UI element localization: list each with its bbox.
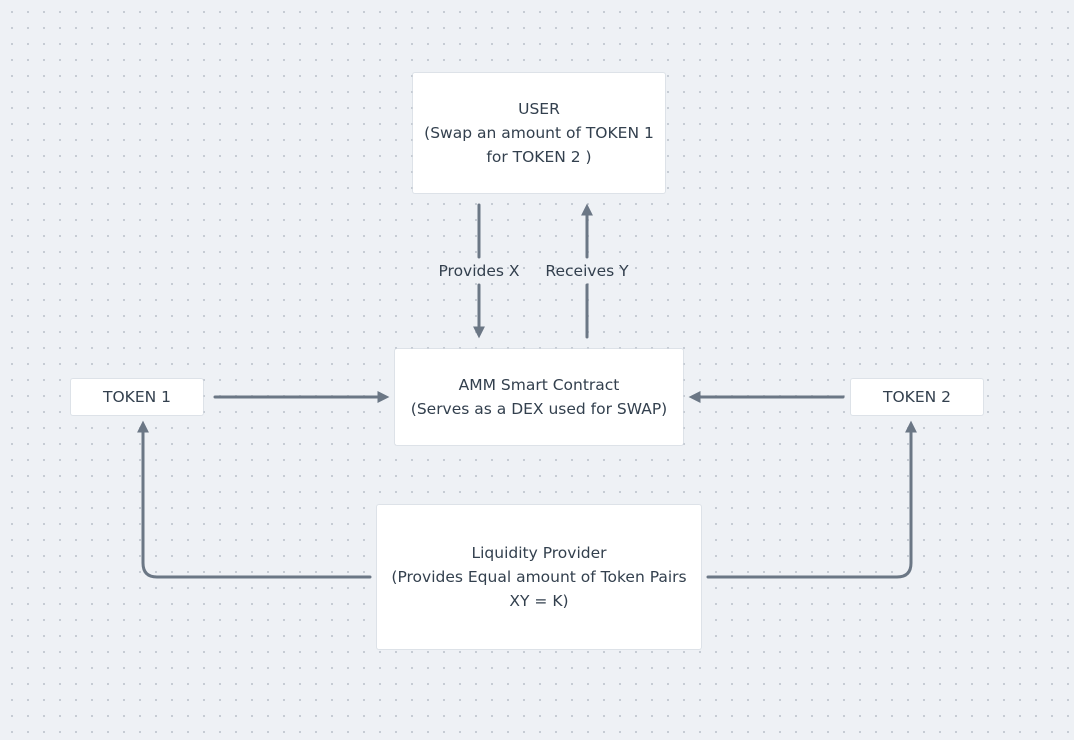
receives-y-label: Receives Y (545, 262, 629, 280)
edge-lp-to-token2[interactable] (706, 420, 917, 579)
lp-node-line-3: XY = K) (509, 592, 569, 610)
liquidity-provider-node[interactable]: Liquidity Provider (Provides Equal amoun… (377, 505, 701, 649)
user-node-title: USER (518, 100, 560, 118)
provides-x-label: Provides X (438, 262, 520, 280)
token-1-node[interactable]: TOKEN 1 (71, 379, 203, 415)
token-2-node[interactable]: TOKEN 2 (851, 379, 983, 415)
amm-node-title: AMM Smart Contract (458, 376, 620, 394)
user-node-line-2: (Swap an amount of TOKEN 1 (424, 124, 654, 142)
user-node[interactable]: USER (Swap an amount of TOKEN 1 for TOKE… (413, 73, 665, 193)
amm-node-description: (Serves as a DEX used for SWAP) (410, 400, 668, 418)
lp-node-line-2: (Provides Equal amount of Token Pairs (391, 568, 687, 586)
lp-node-title: Liquidity Provider (471, 544, 607, 562)
edge-lp-to-token1[interactable] (137, 420, 372, 579)
amm-smart-contract-node[interactable]: AMM Smart Contract (Serves as a DEX used… (395, 349, 683, 445)
token-2-label: TOKEN 2 (882, 388, 951, 406)
token-1-label: TOKEN 1 (102, 388, 171, 406)
user-node-line-3: for TOKEN 2 ) (486, 148, 592, 166)
